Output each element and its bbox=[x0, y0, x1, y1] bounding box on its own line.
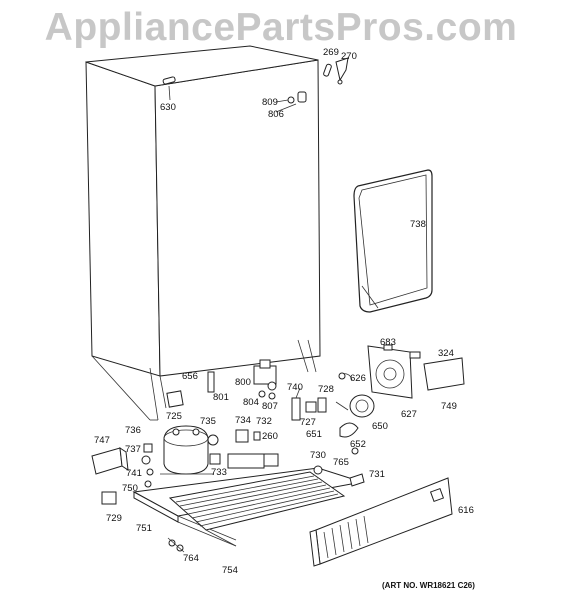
part-label-749: 749 bbox=[441, 401, 457, 412]
part-label-651: 651 bbox=[306, 429, 322, 440]
part-label-725: 725 bbox=[166, 411, 182, 422]
grille bbox=[309, 477, 453, 567]
part-label-806: 806 bbox=[268, 109, 284, 120]
part-label-737: 737 bbox=[125, 444, 141, 455]
part-label-747: 747 bbox=[94, 435, 110, 446]
part-label-269: 269 bbox=[323, 47, 339, 58]
part-label-630: 630 bbox=[160, 102, 176, 113]
part-label-683: 683 bbox=[380, 337, 396, 348]
part-label-807: 807 bbox=[262, 401, 278, 412]
cabinet bbox=[85, 45, 321, 421]
compressor bbox=[160, 425, 214, 475]
part-label-764: 764 bbox=[183, 553, 199, 564]
start-device bbox=[101, 491, 117, 505]
fan-motor bbox=[335, 372, 375, 455]
part-label-750: 750 bbox=[122, 483, 138, 494]
defrost-parts bbox=[291, 387, 327, 421]
part-label-738: 738 bbox=[410, 219, 426, 230]
bracket bbox=[91, 446, 129, 475]
drain-parts bbox=[166, 371, 215, 408]
part-label-751: 751 bbox=[136, 523, 152, 534]
cabinet-hardware bbox=[162, 57, 349, 113]
part-label-652: 652 bbox=[350, 439, 366, 450]
part-label-801: 801 bbox=[213, 392, 229, 403]
condenser-coil bbox=[168, 471, 346, 547]
watermark: AppliancePartsPros.com bbox=[44, 6, 518, 49]
part-label-735: 735 bbox=[200, 416, 216, 427]
fastener bbox=[167, 537, 185, 553]
part-label-650: 650 bbox=[372, 421, 388, 432]
part-label-616: 616 bbox=[458, 505, 474, 516]
part-label-740: 740 bbox=[287, 382, 303, 393]
part-label-324: 324 bbox=[438, 348, 454, 359]
part-label-260: 260 bbox=[262, 431, 278, 442]
part-label-741: 741 bbox=[126, 468, 142, 479]
part-label-754: 754 bbox=[222, 565, 238, 576]
art-number: (ART NO. WR18621 C26) bbox=[382, 581, 475, 590]
part-label-732: 732 bbox=[256, 416, 272, 427]
part-label-728: 728 bbox=[318, 384, 334, 395]
part-label-729: 729 bbox=[106, 513, 122, 524]
part-label-731: 731 bbox=[369, 469, 385, 480]
condenser-fan bbox=[227, 453, 365, 487]
part-label-734: 734 bbox=[235, 415, 251, 426]
part-label-270: 270 bbox=[341, 51, 357, 62]
part-label-730: 730 bbox=[310, 450, 326, 461]
part-label-656: 656 bbox=[182, 371, 198, 382]
part-label-727: 727 bbox=[300, 417, 316, 428]
evap-fan-assembly bbox=[367, 344, 465, 399]
door-gasket bbox=[353, 169, 433, 313]
part-label-736: 736 bbox=[125, 425, 141, 436]
part-label-733: 733 bbox=[211, 467, 227, 478]
part-label-626: 626 bbox=[350, 373, 366, 384]
part-label-765: 765 bbox=[333, 457, 349, 468]
part-label-804: 804 bbox=[243, 397, 259, 408]
compressor-electrics bbox=[141, 429, 261, 488]
water-valve bbox=[253, 359, 277, 400]
part-label-627: 627 bbox=[401, 409, 417, 420]
part-label-809: 809 bbox=[262, 97, 278, 108]
part-label-800: 800 bbox=[235, 377, 251, 388]
